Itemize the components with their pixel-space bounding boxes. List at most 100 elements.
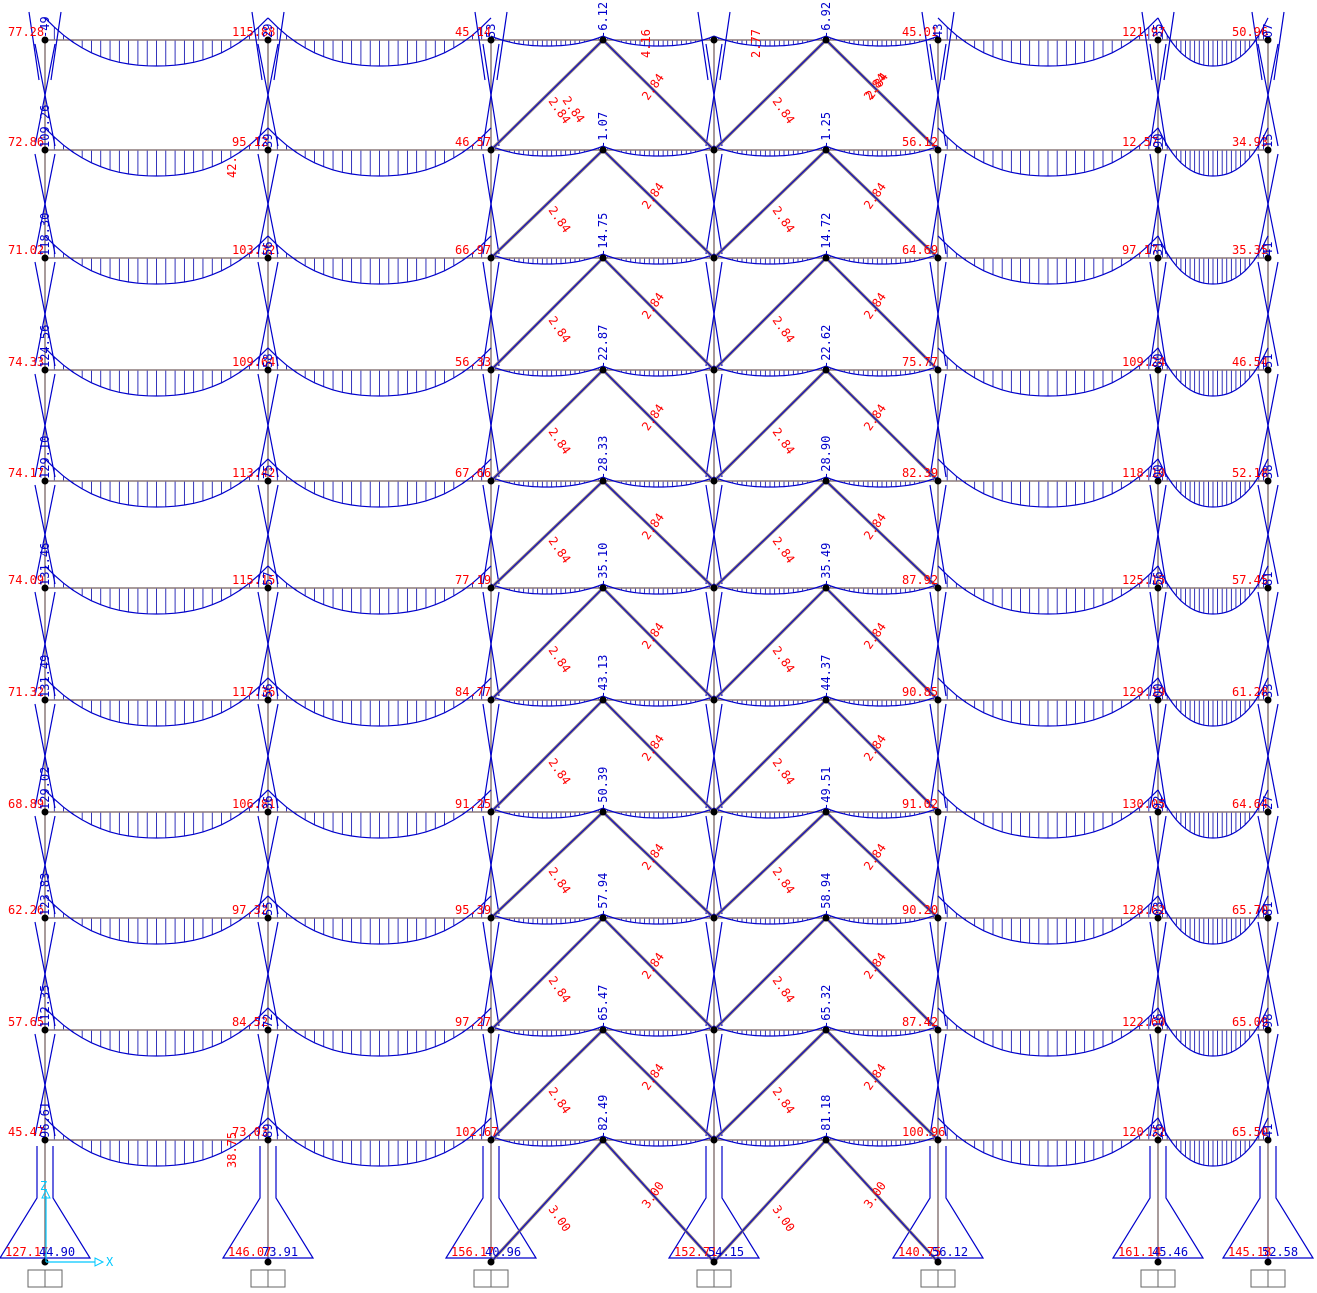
beam-end-moment-label: 34.93 — [1232, 135, 1268, 149]
joint-node — [822, 254, 830, 262]
joint-node — [1264, 254, 1272, 262]
beam-moment-curve — [1157, 789, 1269, 839]
beam-moment-curve — [602, 145, 715, 157]
column-top-moment — [474, 11, 508, 81]
brace-outline — [602, 587, 715, 701]
joint-node — [1264, 1136, 1272, 1144]
joint-node — [710, 254, 718, 262]
beam-shear-label: 15 — [1261, 134, 1275, 148]
joint-node — [1154, 146, 1162, 154]
beam-moment-curve — [490, 695, 604, 707]
joint-node — [599, 1136, 607, 1144]
joint-node — [710, 146, 718, 154]
beam-moment-curve — [44, 895, 269, 945]
beam-end-moment-label: 64.69 — [902, 243, 938, 257]
beam-shear-label: -49 — [38, 16, 52, 38]
column-moment-curve — [482, 484, 500, 585]
beam-end-moment-label: 91.02 — [902, 797, 938, 811]
beam-end-moment-label: 90.20 — [902, 903, 938, 917]
column-moment-curve — [257, 921, 279, 1027]
column-moment-curve — [705, 43, 723, 147]
brace-outline — [713, 587, 827, 701]
beam-end-moment-label: 117.36 — [232, 685, 275, 699]
moment-diagram — [0, 11, 1315, 1259]
beam-end-moment-label: 118.10 — [1122, 466, 1165, 480]
beam-moment-curve — [602, 807, 715, 819]
beam-moment-curve — [44, 235, 269, 285]
joint-node — [1154, 36, 1162, 44]
joint-node — [934, 477, 942, 485]
beam-shear-label: 129.10 — [38, 436, 52, 479]
beam-end-moment-label: 62.26 — [8, 903, 44, 917]
joint-node — [710, 1026, 718, 1034]
column-base-moment — [891, 1146, 985, 1259]
joint-node — [710, 366, 718, 374]
beam-shear-label: 57 — [261, 572, 275, 586]
beam-end-moment-label: 74.09 — [8, 573, 44, 587]
beam-shear-label: 75 — [261, 465, 275, 479]
brace-outline — [490, 480, 604, 589]
beam-shear-label: -82.49 — [596, 1095, 610, 1138]
beam-moment-curve — [825, 365, 939, 377]
beam-end-moment-label: 61.28 — [1232, 685, 1268, 699]
beam-end-moment-label: 68.89 — [8, 797, 44, 811]
joint-node — [599, 1026, 607, 1034]
joint-node — [41, 584, 49, 592]
beam-shear-label: -28.90 — [819, 436, 833, 479]
brace-axial-label: 2.84 — [770, 425, 798, 457]
beam-moment-curve — [490, 1025, 604, 1037]
beam-shear-label: 07 — [1261, 24, 1275, 38]
column-moment-curve — [482, 591, 500, 697]
column-moment-curve — [482, 153, 500, 255]
brace-outline — [825, 257, 939, 371]
joint-node — [934, 914, 942, 922]
beam-end-moment-label: 65.50 — [1232, 1125, 1268, 1139]
beam-moment-curve — [713, 145, 827, 157]
joint-node — [264, 477, 272, 485]
column-moment-curve — [34, 815, 56, 915]
column-moment-curve — [1149, 153, 1167, 255]
base-reaction-label: 146.07 — [228, 1245, 271, 1259]
beam-moment-curve — [602, 35, 715, 47]
column-moment-curve — [705, 703, 723, 809]
joint-node — [599, 584, 607, 592]
column-base-moment — [0, 1146, 92, 1259]
brace-outline — [490, 587, 604, 701]
column-moment-curve — [34, 153, 56, 255]
column-top-moment — [1141, 11, 1175, 81]
beam-shear-label: 81 — [1261, 572, 1275, 586]
brace-outline — [825, 480, 939, 589]
braces — [489, 38, 940, 1264]
column-moment-curve — [34, 703, 56, 809]
beam-end-moment-label: 66.97 — [455, 243, 491, 257]
beam-end-moment-label: 115.15 — [232, 573, 275, 587]
beam-end-moment-label: 65.70 — [1232, 903, 1268, 917]
x-axis-label: X — [106, 1255, 114, 1269]
beam-end-moment-label: 12.57 — [1122, 135, 1158, 149]
brace-axial-label: 2.84 — [546, 1085, 574, 1117]
beam-moment-curve — [44, 565, 269, 615]
column-top-moment — [28, 11, 62, 81]
column-moment-curve — [929, 373, 947, 478]
joint-node — [41, 477, 49, 485]
beam-moment-curve — [825, 583, 939, 595]
base-node — [1154, 1258, 1162, 1266]
joint-node — [599, 696, 607, 704]
beam-moment-curve — [825, 807, 939, 819]
z-axis-label: Z — [40, 1179, 47, 1193]
column-moment-curve — [34, 591, 56, 697]
beam-end-moment-label: 120.32 — [1122, 1125, 1165, 1139]
column-base-moment — [1221, 1146, 1315, 1259]
beam-end-moment-label: 72.86 — [8, 135, 44, 149]
beam-end-moment-label: 56.33 — [455, 355, 491, 369]
beam-moment-curve — [44, 127, 269, 177]
column-moment-curve — [257, 261, 279, 367]
beam-shear-label: 00 — [1151, 684, 1165, 698]
base-moment-label: 45.46 — [1152, 1245, 1188, 1259]
joint-node — [264, 1026, 272, 1034]
beam-end-moment-label: 74.33 — [8, 355, 44, 369]
joint-node — [487, 146, 495, 154]
column-moment-curve — [34, 1033, 56, 1137]
column-moment-curve — [482, 261, 500, 367]
